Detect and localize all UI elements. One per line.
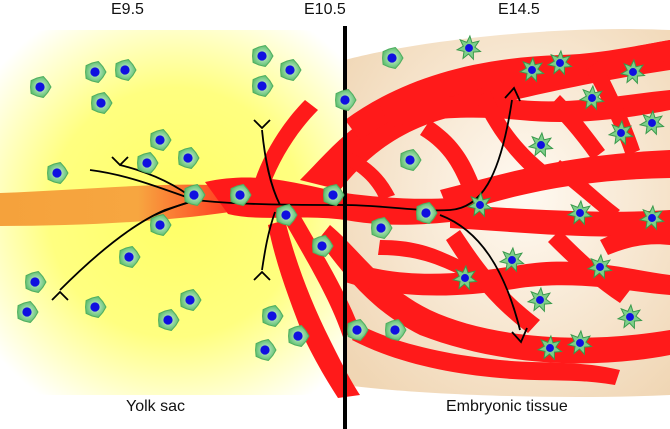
round-macrophage-icon <box>150 214 172 236</box>
y-branch-icon <box>51 290 69 301</box>
vessel-branch <box>548 95 605 160</box>
round-macrophage-icon <box>91 92 113 114</box>
y-branch-icon <box>253 119 271 130</box>
star-macrophage-icon <box>536 334 563 361</box>
star-macrophage-icon <box>578 84 605 111</box>
round-macrophage-icon <box>416 202 438 224</box>
round-macrophage-icon <box>47 162 69 184</box>
round-macrophage-icon <box>400 149 422 171</box>
vessel-branch <box>475 90 545 177</box>
star-macrophage-icon <box>616 303 643 330</box>
vessel-branch <box>268 220 360 398</box>
star-macrophage-icon <box>619 58 646 85</box>
round-macrophage-icon <box>17 301 39 323</box>
stage-label-e10-5: E10.5 <box>304 1 346 18</box>
y-branch-icon <box>253 270 271 281</box>
vessel-branch <box>285 215 360 337</box>
round-macrophage-icon <box>347 319 369 341</box>
round-macrophage-icon <box>158 309 180 331</box>
vessel-trajectory-line <box>194 99 513 212</box>
vessel-branch <box>300 40 670 190</box>
round-macrophage-icon <box>382 47 404 69</box>
round-macrophage-icon <box>255 339 277 361</box>
star-macrophage-icon <box>566 329 593 356</box>
vessel-trajectory-line <box>261 211 276 271</box>
arrow-icon <box>511 327 528 344</box>
vessel-branch <box>345 40 670 140</box>
primitive-vessel <box>0 184 230 226</box>
star-macrophage-icon <box>638 109 665 136</box>
vessel-branch <box>550 160 620 220</box>
vessel-trajectory-line <box>261 129 281 206</box>
round-macrophage-icon <box>262 305 284 327</box>
star-macrophage-icon <box>451 264 478 291</box>
round-macrophage-icon <box>85 61 107 83</box>
round-macrophage-icon <box>385 319 407 341</box>
round-macrophage-icon <box>30 76 52 98</box>
y-branch-icon <box>111 156 129 167</box>
round-macrophage-icon <box>178 147 200 169</box>
arrow-icon <box>504 86 521 102</box>
star-macrophage-icon <box>527 131 554 158</box>
vessel-branch <box>420 120 480 195</box>
stage-label-e14-5: E14.5 <box>498 1 540 18</box>
star-macrophage-icon <box>607 119 634 146</box>
vessel-branch <box>446 230 540 333</box>
round-macrophage-icon <box>371 217 393 239</box>
vessel-branch <box>318 225 670 364</box>
round-macrophage-icon <box>288 325 310 347</box>
star-macrophage-icon <box>638 204 665 231</box>
star-macrophage-icon <box>498 246 525 273</box>
round-macrophage-icon <box>115 59 137 81</box>
region-label-yolk-sac: Yolk sac <box>126 398 185 415</box>
cell-layer <box>17 34 665 361</box>
star-macrophage-icon <box>455 34 482 61</box>
stage-label-e9-5: E9.5 <box>111 1 144 18</box>
vessel-branch <box>548 230 630 303</box>
round-macrophage-icon <box>230 184 252 206</box>
round-macrophage-icon <box>252 75 274 97</box>
round-macrophage-icon <box>335 89 357 111</box>
vessel-branch <box>378 240 470 277</box>
round-macrophage-icon <box>85 296 107 318</box>
star-macrophage-icon <box>566 199 593 226</box>
vessel-branch <box>255 100 318 185</box>
star-macrophage-icon <box>466 191 493 218</box>
region-label-embryonic-tissue: Embryonic tissue <box>446 398 568 415</box>
round-macrophage-icon <box>180 289 202 311</box>
vessel-branch <box>600 228 670 255</box>
round-macrophage-icon <box>323 184 345 206</box>
round-macrophage-icon <box>312 235 334 257</box>
vessel-branch <box>352 325 620 385</box>
star-macrophage-icon <box>586 253 613 280</box>
vessel-branch <box>340 150 395 200</box>
round-macrophage-icon <box>280 59 302 81</box>
round-macrophage-icon <box>150 129 172 151</box>
round-macrophage-icon <box>252 45 274 67</box>
star-macrophage-icon <box>518 56 545 83</box>
round-macrophage-icon <box>119 246 141 268</box>
star-macrophage-icon <box>546 49 573 76</box>
round-macrophage-icon <box>184 184 206 206</box>
star-macrophage-icon <box>526 286 553 313</box>
round-macrophage-icon <box>137 152 159 174</box>
round-macrophage-icon <box>276 204 298 226</box>
vessel-branch <box>440 150 670 215</box>
round-macrophage-icon <box>25 271 47 293</box>
vessel-trajectory-line <box>439 214 521 331</box>
